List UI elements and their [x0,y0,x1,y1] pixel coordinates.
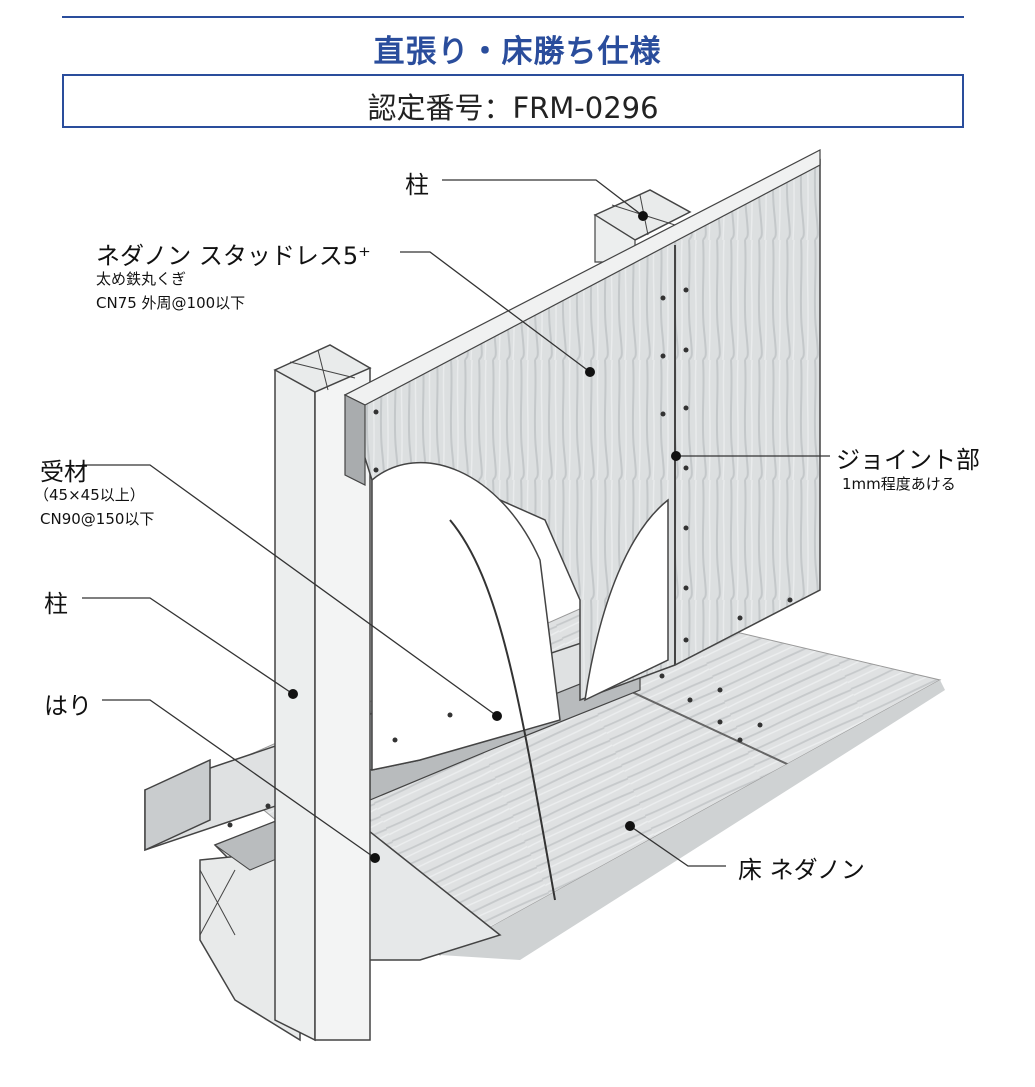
label-column-left: 柱 [44,590,68,618]
label-floor: 床 ネダノン [738,856,865,884]
wall-panel [227,149,821,901]
certification-box: 認定番号：FRM-0296 [62,74,964,128]
label-beam: はり [44,692,92,720]
label-column-top: 柱 [405,171,429,199]
label-receiver-size: （45×45以上） [34,486,145,504]
label-receiver-spacing: CN90@150以下 [40,510,155,528]
label-panel-nail: 太め鉄丸くぎ [96,270,187,288]
label-panel-spacing: CN75 外周@100以下 [96,294,246,312]
page-title: 直張り・床勝ち仕様 [373,34,662,70]
label-receiver: 受材 [40,458,88,486]
leader-dots [288,211,681,863]
leader-lines [82,179,830,867]
label-joint: ジョイント部 [836,446,980,474]
label-panel-name: ネダノン スタッドレス5⁺ [96,242,371,270]
certification-number: 認定番号：FRM-0296 [367,91,659,125]
label-joint-note: 1mm程度あける [842,475,956,493]
header-rule [62,16,964,18]
